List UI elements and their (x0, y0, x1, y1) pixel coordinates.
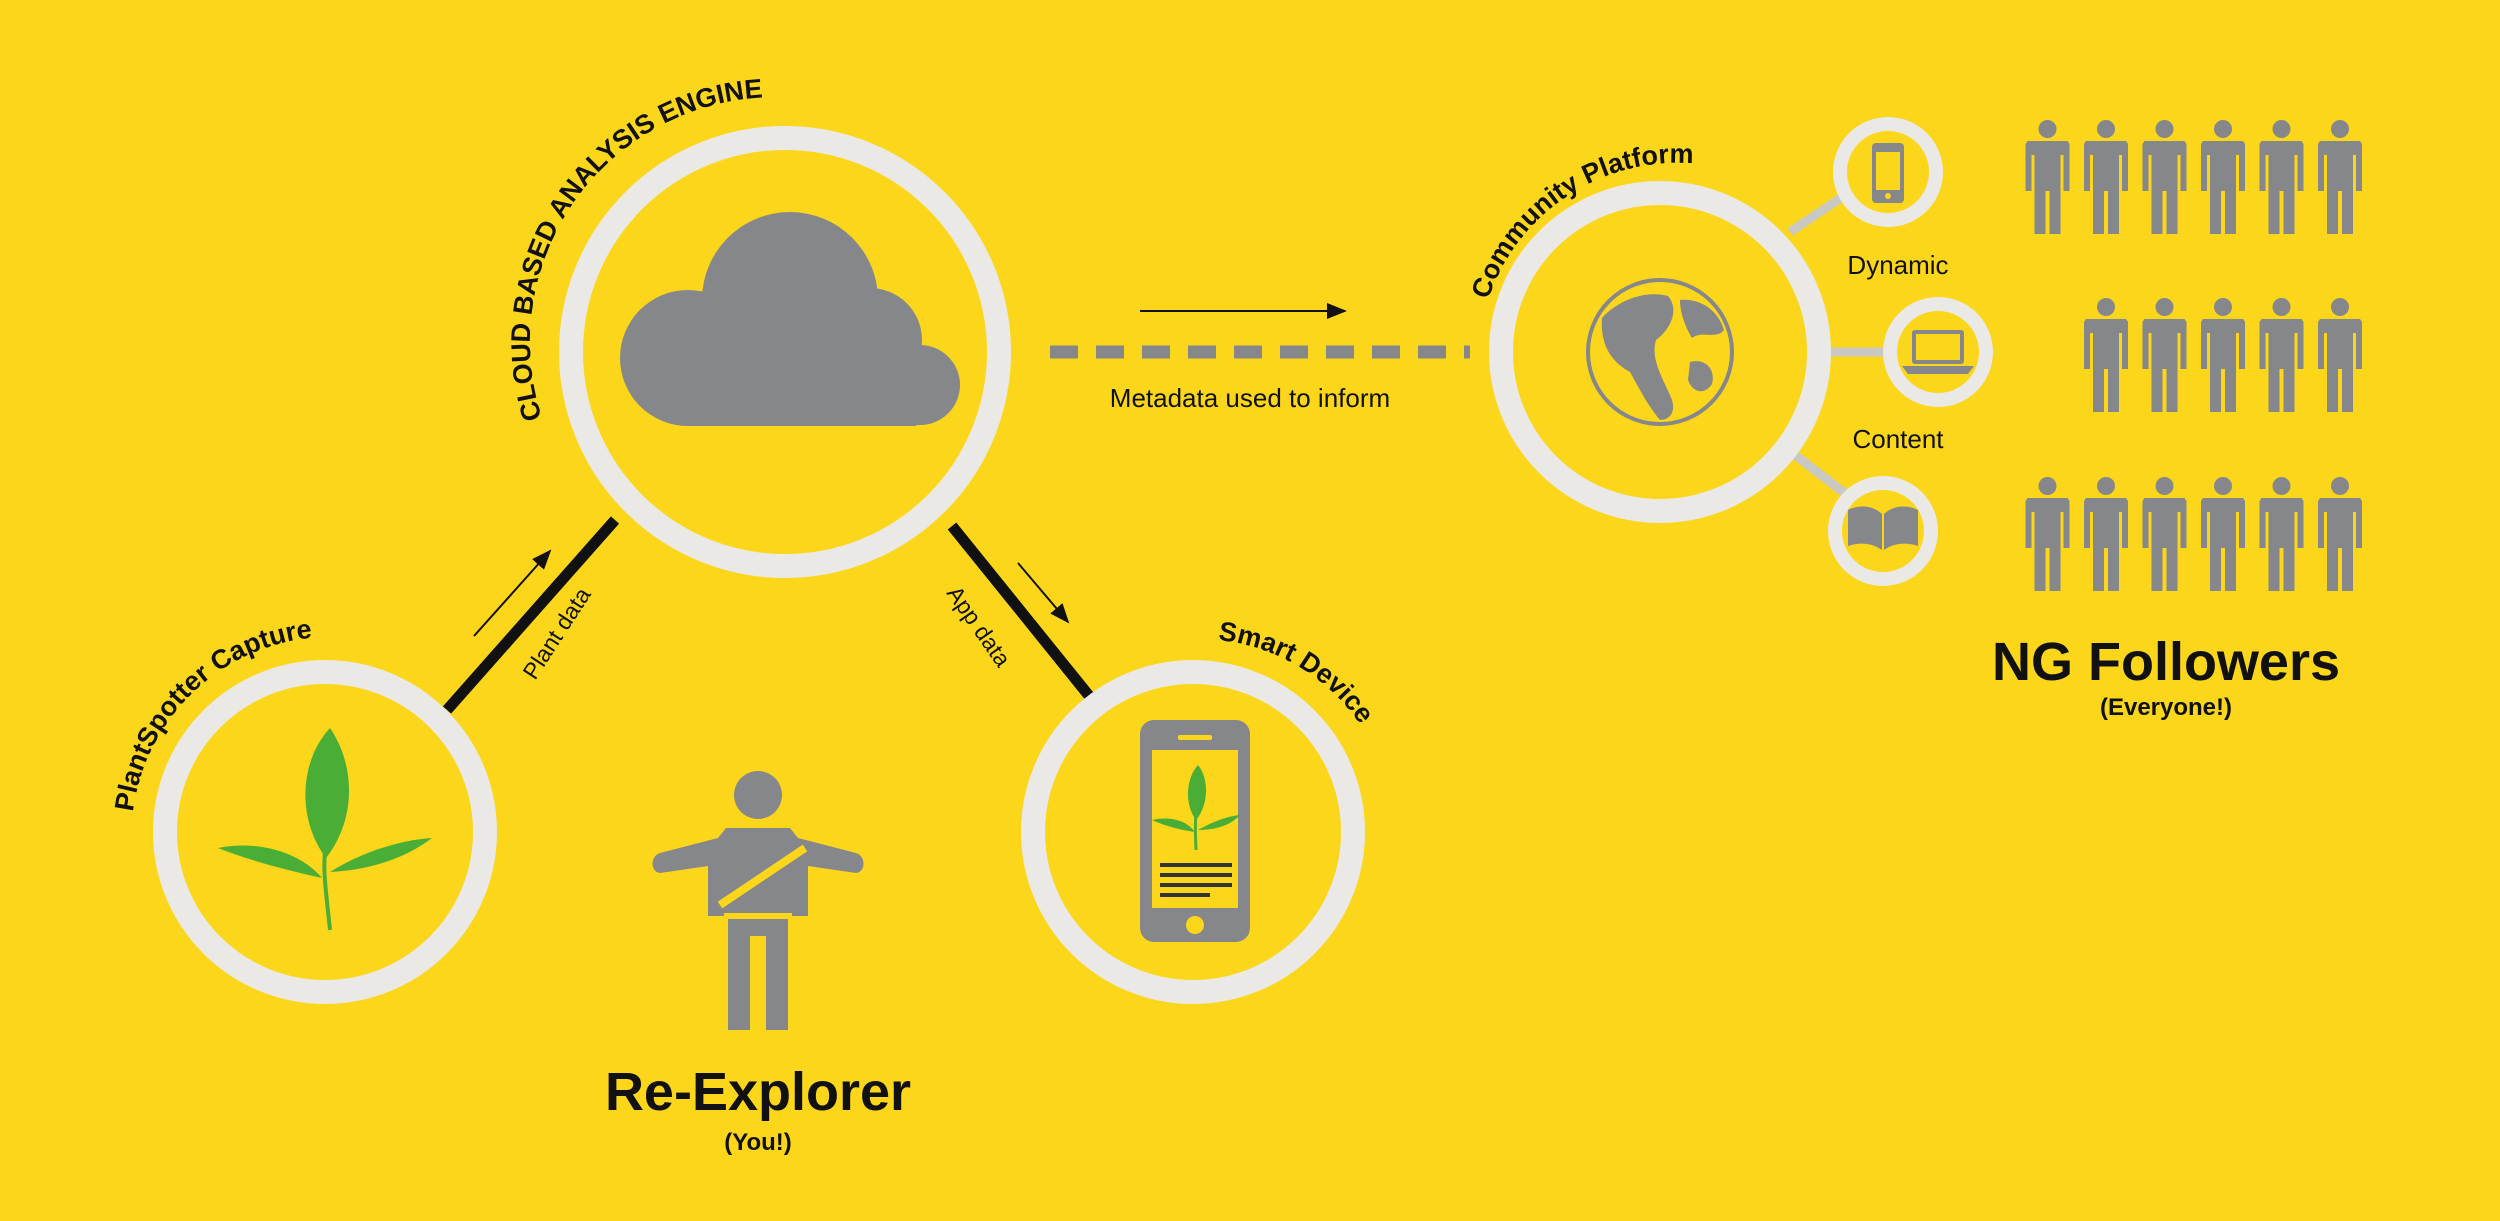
globe-icon (1586, 278, 1734, 426)
plantspotter-node: PlantSpotter Capture (109, 614, 497, 1004)
app-data-arrow (1017, 562, 1070, 624)
followers-subtitle: (Everyone!) (2100, 694, 2232, 721)
follower-person-icon (2201, 298, 2245, 412)
metadata-label: Metadata used to inform (1110, 383, 1390, 413)
community-platform-node: Community Platform (1465, 139, 1831, 523)
follower-person-icon (2084, 120, 2128, 234)
re-explorer-subtitle: (You!) (724, 1129, 792, 1156)
follower-person-icon (2084, 298, 2128, 412)
follower-person-icon (2318, 298, 2362, 412)
mobile-phone-icon (1872, 143, 1904, 203)
dynamic-link (1787, 191, 1848, 236)
plant-data-label: Plant data (517, 583, 595, 684)
laptop-icon (1902, 330, 1974, 374)
follower-person-icon (2025, 477, 2070, 591)
follower-person-icon (2084, 477, 2128, 591)
cloud-icon (620, 212, 960, 426)
person-icon (652, 771, 864, 1030)
follower-person-icon (2201, 120, 2245, 234)
content-label: Content (1852, 424, 1944, 454)
smart-device-node: Smart Device (1021, 616, 1380, 1004)
plant-icon (218, 728, 432, 931)
followers-title: NG Followers (1992, 632, 2340, 692)
laptop-channel (1883, 297, 1993, 407)
follower-person-icon (2259, 477, 2304, 591)
dynamic-channel (1833, 117, 1943, 227)
follower-person-icon (2259, 120, 2304, 234)
content-channel (1828, 476, 1938, 586)
follower-person-icon (2318, 477, 2362, 591)
follower-person-icon (2201, 477, 2245, 591)
app-data-connector (947, 522, 1095, 701)
follower-person-icon (2025, 120, 2070, 234)
follower-person-icon (2142, 477, 2187, 591)
plant-data-connector (442, 516, 620, 714)
follower-person-icon (2142, 298, 2187, 412)
followers-grid (2025, 120, 2362, 591)
content-link (1792, 451, 1850, 499)
book-icon (1848, 506, 1918, 550)
plant-data-arrow (473, 549, 552, 637)
cloud-engine-node: CLOUD BASED ANALYSIS ENGINE (506, 73, 1011, 578)
follower-person-icon (2142, 120, 2187, 234)
dynamic-label: Dynamic (1847, 250, 1948, 280)
follower-person-icon (2318, 120, 2362, 234)
re-explorer-title: Re-Explorer (605, 1062, 911, 1122)
follower-person-icon (2259, 298, 2304, 412)
smartphone-icon (1140, 720, 1250, 942)
